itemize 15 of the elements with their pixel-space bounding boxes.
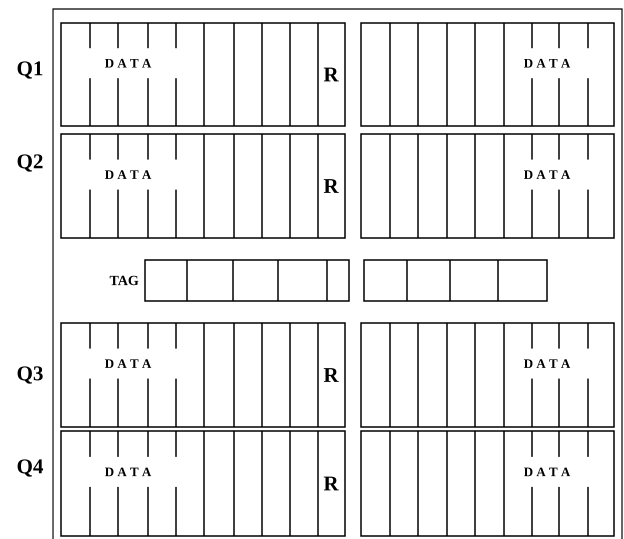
- register-box: D A T A R: [60, 133, 346, 239]
- tag-box: TAG: [110, 259, 350, 302]
- register-box: D A T A: [360, 322, 615, 428]
- register-box: D A T A R: [60, 22, 346, 127]
- register-box: D A T A: [360, 430, 615, 537]
- row-label: Q3: [18, 366, 43, 384]
- row-label: Q4: [18, 459, 44, 477]
- row-label: Q1: [18, 61, 42, 79]
- register-box: D A T A R: [60, 322, 346, 428]
- node-label: TAG: [110, 276, 138, 286]
- row-label: Q2: [18, 154, 43, 172]
- tag-box: [363, 259, 548, 302]
- register-box: D A T A: [360, 22, 615, 127]
- register-box: D A T A: [360, 133, 615, 239]
- register-box: D A T A R: [60, 430, 346, 537]
